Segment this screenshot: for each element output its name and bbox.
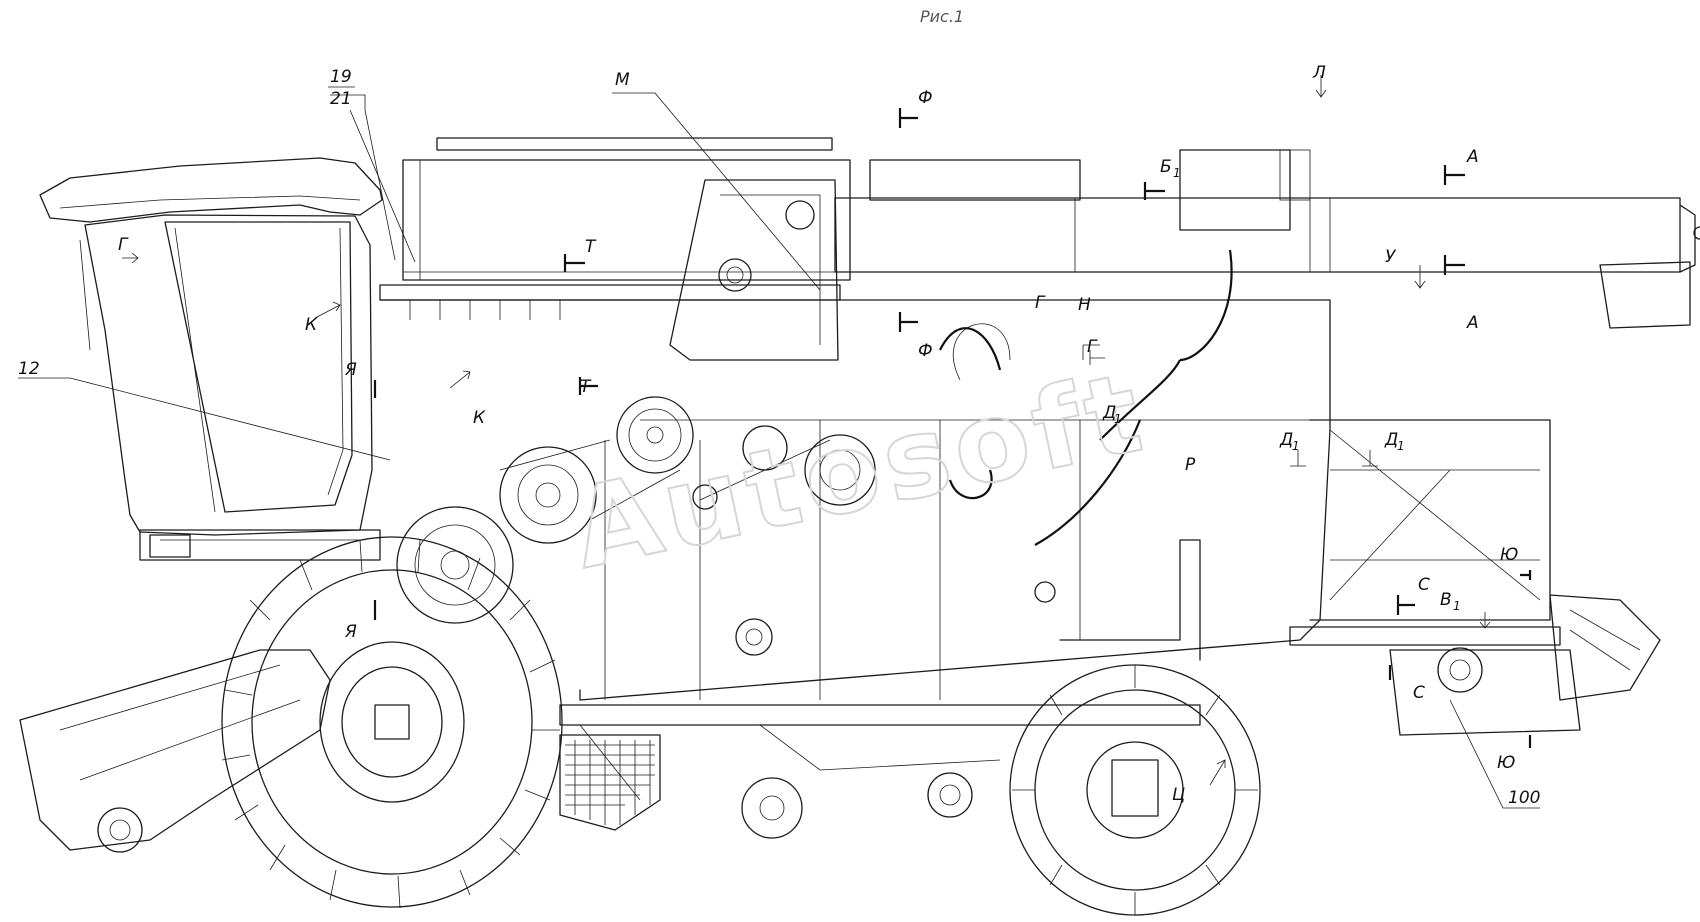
label-g1: Г	[118, 235, 129, 255]
part-number-21: 21	[330, 89, 352, 109]
callout-labels: М Л Ф Ф А А Б 1 Т Т Г Г Г К К Я Я У Н Д …	[118, 63, 1518, 805]
unloading-auger	[834, 197, 1700, 329]
part-number-12: 12	[18, 359, 40, 379]
label-u: У	[1385, 247, 1397, 267]
label-yu2: Ю	[1497, 753, 1515, 773]
watermark: Autosoft	[562, 347, 1157, 593]
part-number-19: 19	[330, 67, 352, 87]
label-f2: Ф	[918, 341, 933, 361]
label-d2: Д	[1279, 430, 1293, 450]
label-m: М	[615, 70, 630, 90]
chopper-grid	[559, 734, 661, 831]
label-t1: Т	[585, 237, 597, 257]
chassis-frame	[559, 539, 1201, 801]
rear-wheel	[1009, 664, 1261, 916]
label-d3-sub: 1	[1397, 439, 1405, 453]
label-v1-sub: 1	[1453, 599, 1461, 613]
label-v1: В	[1440, 590, 1452, 610]
label-yu1: Ю	[1500, 545, 1518, 565]
part-numbers: 19 21 12 100	[18, 67, 1540, 808]
label-b1: Б	[1160, 157, 1172, 177]
label-k1: К	[305, 315, 318, 335]
grain-tank	[379, 137, 851, 320]
drive-pulleys	[396, 396, 1056, 839]
label-s2: С	[1413, 683, 1425, 703]
label-k2: К	[473, 408, 486, 428]
label-b1-sub: 1	[1173, 166, 1181, 180]
label-d1: Д	[1102, 403, 1116, 423]
label-r: Р	[1185, 455, 1196, 475]
label-d2-sub: 1	[1292, 439, 1300, 453]
label-a1: А	[1466, 147, 1479, 167]
figure-title: Рис.1	[920, 7, 964, 26]
label-a2: А	[1466, 313, 1479, 333]
feeder-house	[19, 649, 331, 853]
engine-housing	[669, 149, 1311, 361]
part-number-100: 100	[1508, 788, 1540, 808]
label-ts: Ц	[1172, 785, 1185, 805]
rear-spreader	[1389, 594, 1661, 736]
front-wheel	[221, 536, 563, 909]
thresher-body	[379, 299, 1561, 701]
section-markers	[122, 75, 1532, 786]
label-s1: С	[1418, 575, 1430, 595]
leader-lines	[18, 92, 1540, 809]
label-ya2: Я	[344, 622, 357, 642]
label-l: Л	[1312, 63, 1326, 83]
label-n: Н	[1078, 295, 1091, 315]
label-f1: Ф	[918, 88, 933, 108]
label-d3: Д	[1384, 430, 1398, 450]
label-g2: Г	[1035, 293, 1046, 313]
hoses	[939, 249, 1233, 546]
label-d1-sub: 1	[1114, 412, 1122, 426]
cab	[39, 157, 383, 561]
label-ya1: Я	[344, 360, 357, 380]
label-g3: Г	[1087, 337, 1098, 357]
label-t2: Т	[580, 377, 592, 397]
